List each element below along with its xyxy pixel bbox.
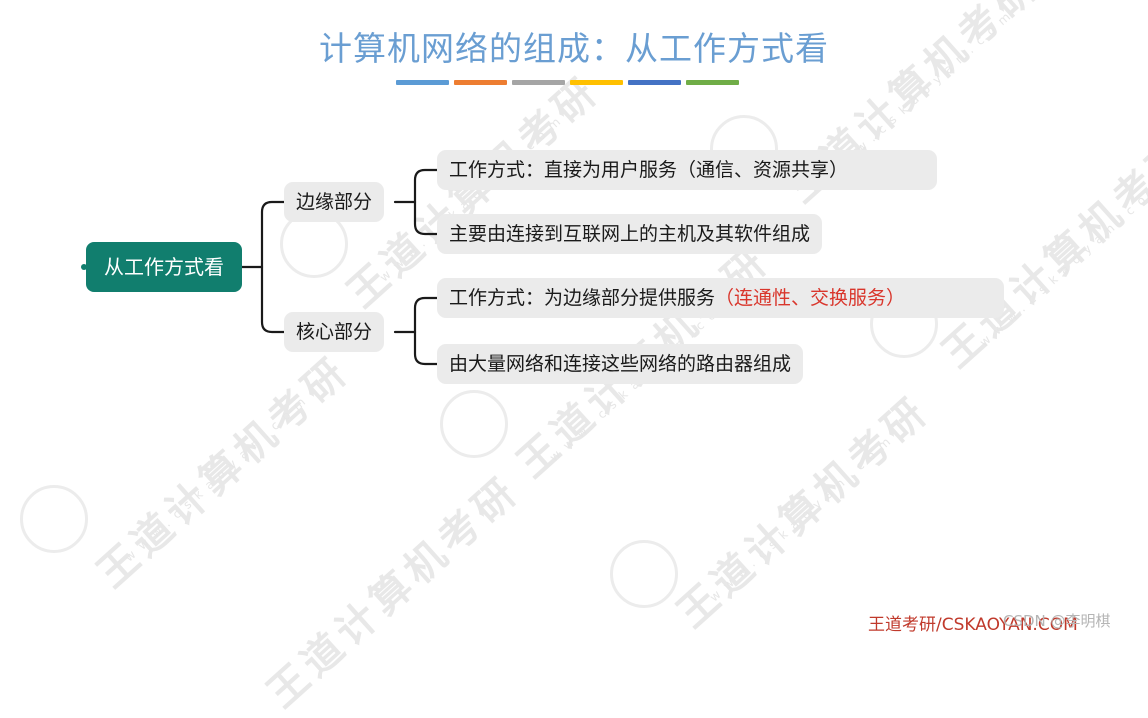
color-bar-6 — [686, 80, 739, 85]
page-title: 计算机网络的组成：从工作方式看 — [319, 29, 829, 68]
footer-brand: 王道考研/CSKAOYAN.COM — [868, 615, 1078, 635]
leaf-edge-composition: 主要由连接到互联网上的主机及其软件组成 — [437, 214, 823, 254]
leaf-text: 工作方式：直接为用户服务（通信、资源共享） — [449, 159, 849, 181]
mindmap-root: 从工作方式看 — [86, 242, 242, 292]
color-bar-1 — [396, 80, 449, 85]
leaf-edge-work-mode: 工作方式：直接为用户服务（通信、资源共享） — [437, 150, 937, 190]
leaf-text: 工作方式：为边缘部分提供服务 — [449, 287, 716, 309]
root-node-dot — [81, 264, 87, 270]
leaf-core-work-mode: 工作方式：为边缘部分提供服务（连通性、交换服务） — [437, 278, 1004, 318]
color-bar-3 — [512, 80, 565, 85]
leaf-highlight-text: （连通性、交换服务） — [715, 287, 906, 309]
color-bar-5 — [628, 80, 681, 85]
leaf-text: 由大量网络和连接这些网络的路由器组成 — [449, 353, 792, 375]
branch-core-part: 核心部分 — [284, 312, 385, 352]
branch-edge-part: 边缘部分 — [284, 182, 385, 222]
leaf-text: 主要由连接到互联网上的主机及其软件组成 — [449, 223, 811, 245]
leaf-core-composition: 由大量网络和连接这些网络的路由器组成 — [437, 344, 804, 384]
color-bar-4 — [570, 80, 623, 85]
csdn-watermark: CSDN @李明棋 — [1003, 612, 1111, 630]
mindmap-connectors — [240, 168, 439, 366]
color-bar-2 — [454, 80, 507, 85]
